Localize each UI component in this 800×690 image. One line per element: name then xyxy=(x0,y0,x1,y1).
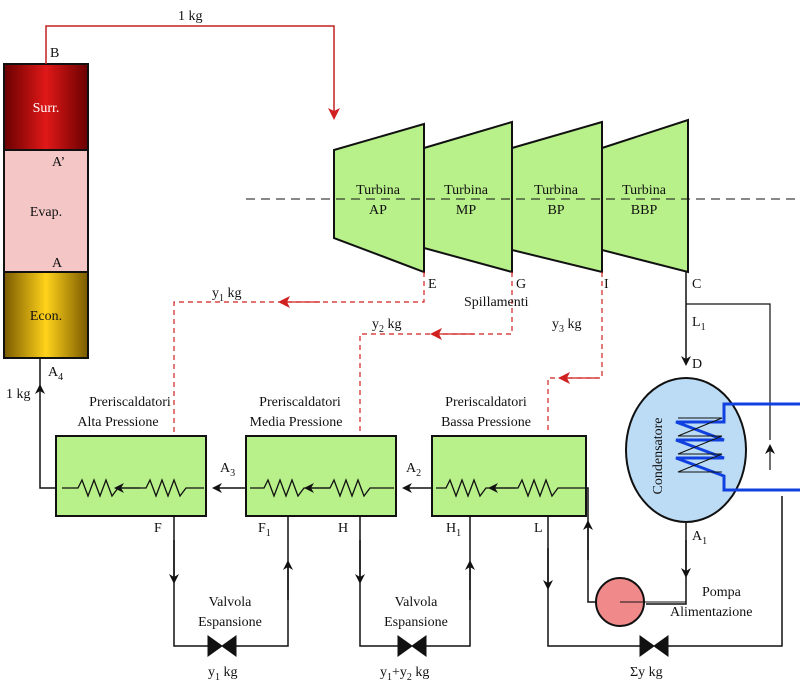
valve-1-label-2: Espansione xyxy=(198,615,262,630)
heater-low-pressure xyxy=(431,435,587,517)
drain-line-return xyxy=(668,496,783,647)
heater-hp-label-1: Preriscaldatori xyxy=(89,395,171,410)
point-e-label: E xyxy=(428,277,437,292)
condensate-line xyxy=(646,522,687,605)
superheater-label: Surr. xyxy=(33,101,60,116)
turbine-bbp-label-2: BBP xyxy=(631,203,658,218)
turbine-ap xyxy=(333,122,425,274)
heater-mp-label-2: Media Pressione xyxy=(250,415,343,430)
point-h-label: H xyxy=(338,521,348,536)
turbine-ap-label-2: AP xyxy=(369,203,387,218)
point-a2-label: A2 xyxy=(406,461,421,479)
point-a1-label: A1 xyxy=(692,529,707,547)
point-g-label: G xyxy=(516,277,526,292)
l1-return-line xyxy=(686,303,771,440)
point-i-label: I xyxy=(604,277,609,292)
extraction-y1-label: y1 kg xyxy=(212,286,242,304)
turbine-ap-label-1: Turbina xyxy=(356,183,401,198)
superheater-section xyxy=(3,63,89,151)
expansion-valve-2 xyxy=(397,635,427,657)
valve-1-label-1: Valvola xyxy=(209,595,253,610)
drain-flow-1-label: y1 kg xyxy=(208,665,238,683)
turbine-bbp-label-1: Turbina xyxy=(622,183,667,198)
drain-line-f1 xyxy=(236,516,289,647)
valve-2-label-1: Valvola xyxy=(395,595,439,610)
extractions-label: Spillamenti xyxy=(464,295,529,310)
cooling-water-coil xyxy=(675,402,800,492)
point-l1-label: L1 xyxy=(692,315,706,333)
main-steam-flow-label: 1 kg xyxy=(178,9,203,24)
turbine-mp-label-1: Turbina xyxy=(444,183,489,198)
extraction-y3-label: y3 kg xyxy=(552,317,582,335)
pump-label-2: Alimentazione xyxy=(670,605,752,620)
turbine-mp-label-2: MP xyxy=(456,203,476,218)
point-a3-label: A3 xyxy=(220,461,235,479)
point-h1-label: H1 xyxy=(446,521,461,539)
drain-line-h1 xyxy=(426,516,471,647)
economizer-section xyxy=(3,271,89,359)
heater-medium-pressure xyxy=(245,435,397,517)
pump-label-1: Pompa xyxy=(702,585,742,600)
extraction-lines: y1 kg y2 kg y3 kg Spillamenti xyxy=(173,272,603,434)
economizer-label: Econ. xyxy=(30,309,62,324)
point-f1-label: F1 xyxy=(258,521,271,539)
point-a-label: A xyxy=(52,256,63,271)
condenser-label: Condensatore xyxy=(651,418,666,495)
expansion-valve-1 xyxy=(207,635,237,657)
drain-lines xyxy=(169,496,783,657)
point-a-prime-label: A’ xyxy=(52,155,65,170)
heater-lp-label-2: Bassa Pressione xyxy=(441,415,531,430)
turbine-bp-label-1: Turbina xyxy=(534,183,579,198)
point-f-label: F xyxy=(154,521,162,536)
turbine-train: Turbina AP Turbina MP Turbina BP Turbina… xyxy=(246,118,800,292)
turbine-bbp xyxy=(601,118,689,274)
valve-2-label-2: Espansione xyxy=(384,615,448,630)
evaporator-label: Evap. xyxy=(30,205,62,220)
boiler-inlet-flow-label: 1 kg xyxy=(6,387,31,402)
extraction-y2-label: y2 kg xyxy=(372,317,402,335)
condenser: Condensatore xyxy=(625,377,800,523)
drain-flow-3-label: Σy kg xyxy=(630,665,663,680)
point-d-label: D xyxy=(692,357,702,372)
feedwater-heaters: Preriscaldatori Alta Pressione Preriscal… xyxy=(55,395,587,517)
main-steam-line xyxy=(45,25,340,120)
point-a4-label: A4 xyxy=(48,365,63,383)
cooling-coil-inner xyxy=(677,417,723,473)
heater-mp-label-1: Preriscaldatori xyxy=(259,395,341,410)
point-c-label: C xyxy=(692,277,701,292)
feedwater-line-boiler xyxy=(35,384,56,489)
turbine-bp-label-2: BP xyxy=(547,203,564,218)
heater-lp-label-1: Preriscaldatori xyxy=(445,395,527,410)
drain-flow-2-label: y1+y2 kg xyxy=(380,665,429,683)
condenser-shell xyxy=(625,377,747,523)
point-b-label: B xyxy=(50,46,59,61)
extraction-line-i xyxy=(547,272,603,434)
heater-high-pressure xyxy=(55,435,207,517)
point-l-label: L xyxy=(534,521,543,536)
evaporator-section xyxy=(3,149,89,273)
expansion-valve-3 xyxy=(639,635,669,657)
boiler: Surr. Evap. Econ. B A’ A A4 1 kg xyxy=(3,46,89,402)
heater-hp-label-2: Alta Pressione xyxy=(77,415,158,430)
